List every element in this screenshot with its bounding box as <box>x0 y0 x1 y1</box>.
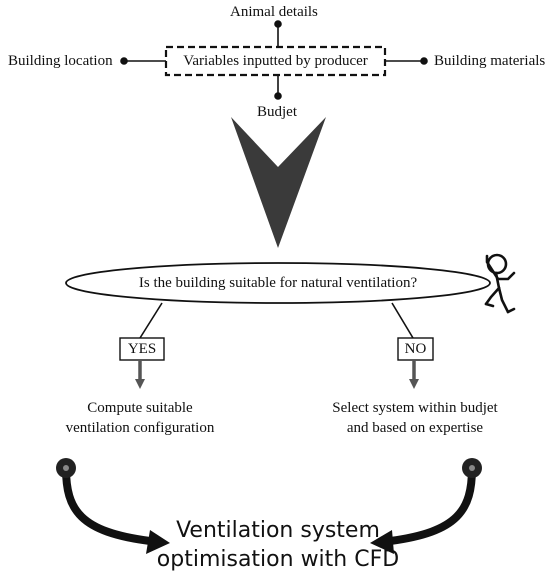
no-outcome-line1: Select system within budjet <box>332 400 498 416</box>
final-line2: optimisation with CFD <box>156 547 400 572</box>
branch-lines <box>139 302 414 339</box>
input-building-materials: Building materials <box>434 53 546 69</box>
yes-outcome: Compute suitable ventilation configurati… <box>40 398 240 438</box>
input-budget: Budjet <box>257 104 297 120</box>
decision-ellipse <box>65 262 491 304</box>
decision-question: Is the building suitable for natural ven… <box>138 275 418 291</box>
final-line1: Ventilation system <box>176 518 380 543</box>
yes-label: YES <box>127 341 157 357</box>
input-building-location: Building location <box>8 53 113 69</box>
big-down-chevron-icon <box>231 117 326 248</box>
no-outcome: Select system within budjet and based on… <box>300 398 530 438</box>
yes-box <box>119 337 165 361</box>
no-label: NO <box>404 341 427 357</box>
inputs-box-label: Variables inputted by producer <box>183 53 368 69</box>
right-curved-arrow-icon <box>370 458 482 554</box>
yes-outcome-line2: ventilation configuration <box>65 420 215 436</box>
left-curved-arrow-icon <box>56 458 170 554</box>
final-step: Ventilation system optimisation with CFD <box>150 516 406 574</box>
input-animal-details: Animal details <box>230 4 318 20</box>
thinking-person-icon <box>484 253 516 314</box>
no-outcome-line2: and based on expertise <box>346 420 484 436</box>
inputs-box <box>164 45 387 77</box>
yes-outcome-line1: Compute suitable <box>87 400 193 416</box>
branch-arrows <box>135 360 419 389</box>
input-connectors <box>120 20 428 100</box>
